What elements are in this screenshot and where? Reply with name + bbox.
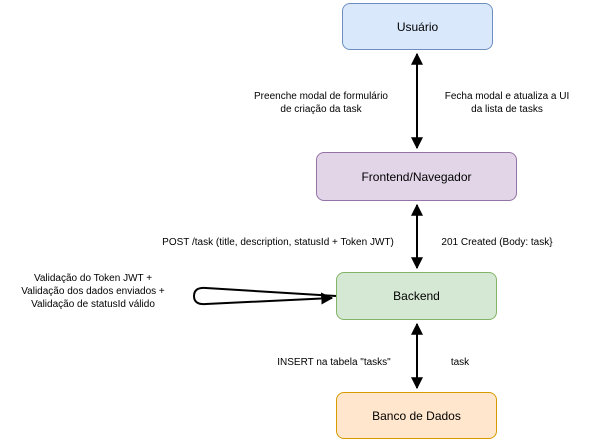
edge-label-201-created: 201 Created (Body: task} xyxy=(441,237,553,248)
edge-label-validacao: Validação do Token JWT + Validação dos d… xyxy=(21,273,165,310)
edge-label-post-task: POST /task (title, description, statusId… xyxy=(162,237,394,248)
edge-backend-self-loop xyxy=(192,286,337,306)
node-usuario: Usuário xyxy=(342,3,493,50)
edge-label-fecha-modal: Fecha modal e atualiza a UI da lista de … xyxy=(444,91,570,115)
node-database: Banco de Dados xyxy=(336,392,497,439)
edge-label-preenche-modal: Preenche modal de formulário de criação … xyxy=(254,91,388,115)
node-frontend: Frontend/Navegador xyxy=(316,152,517,201)
node-backend: Backend xyxy=(336,272,497,320)
edge-label-insert: INSERT na tabela "tasks" xyxy=(277,357,391,368)
edge-label-task: task xyxy=(450,357,470,368)
